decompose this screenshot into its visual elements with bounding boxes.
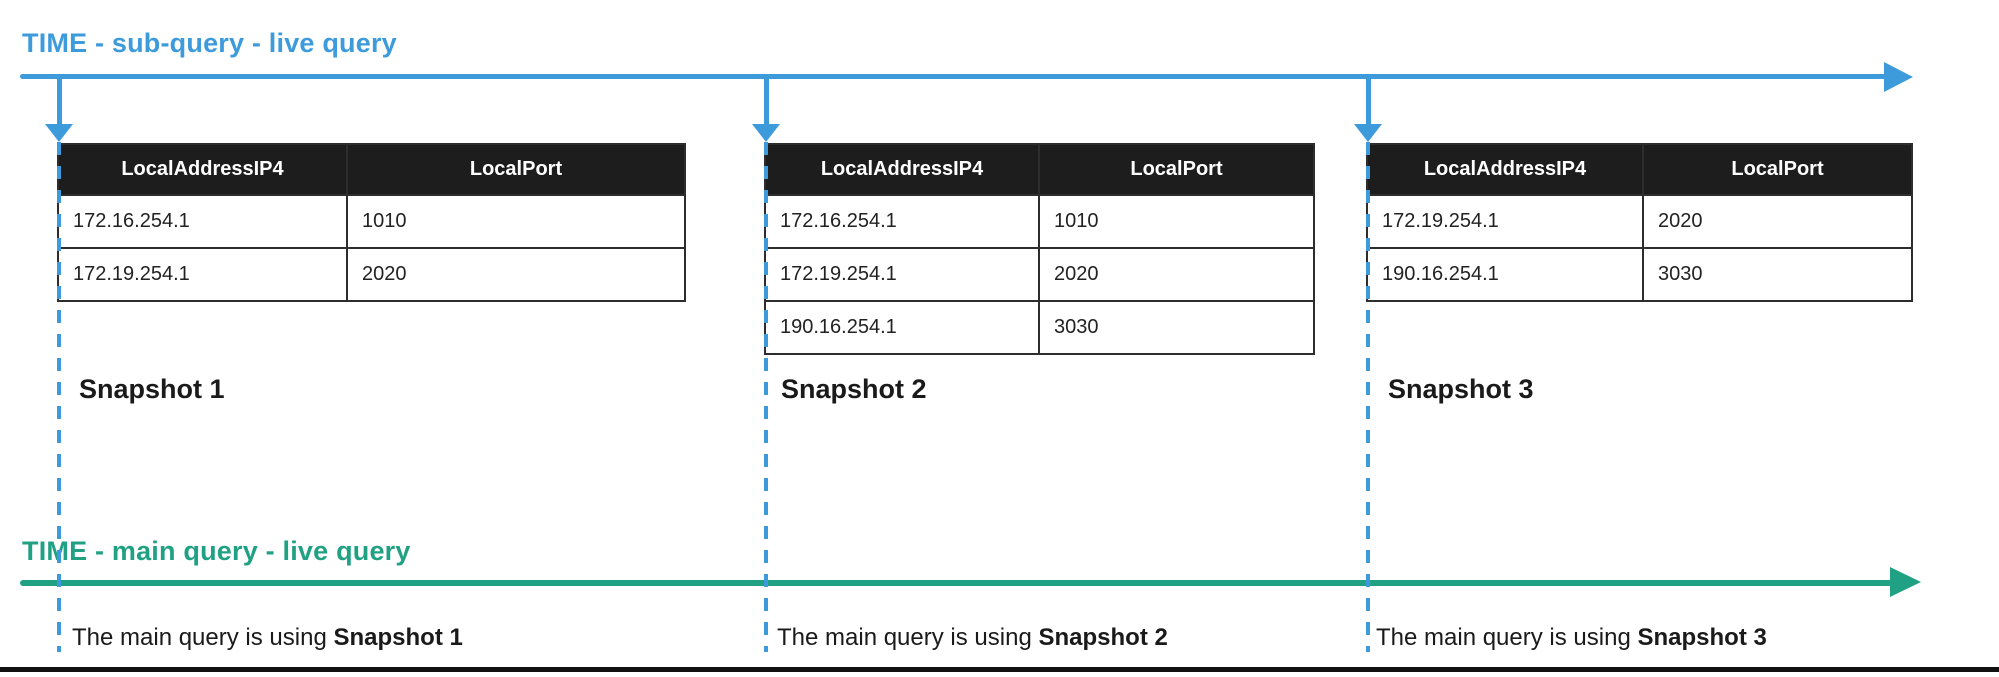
snapshot3-label: Snapshot 3 [1388,374,1534,404]
table-header-row: LocalAddressIP4 LocalPort [766,145,1313,194]
snapshot2-table: LocalAddressIP4 LocalPort 172.16.254.1 1… [764,143,1315,355]
table-cell-ip: 172.16.254.1 [780,210,897,232]
table-cell-port: 2020 [346,249,684,300]
sub-query-arrowhead-right-icon [1884,62,1913,92]
table-row: 172.19.254.1 2020 [1368,194,1911,247]
table-row: 172.19.254.1 2020 [766,247,1313,300]
table-row: 172.19.254.1 2020 [59,247,684,300]
table-cell-port: 1010 [1038,196,1313,247]
snapshot1-dashed-connector [57,142,61,652]
caption-bold-text: Snapshot 1 [333,624,463,651]
snapshot2-dashed-connector [764,142,768,652]
column-header-localaddressip4: LocalAddressIP4 [121,158,284,180]
snapshot3-table: LocalAddressIP4 LocalPort 172.19.254.1 2… [1366,143,1913,302]
table-cell-port: 2020 [1642,196,1911,247]
snapshot2-caption: The main query is using Snapshot 2 [777,620,1168,656]
table-cell-port: 1010 [346,196,684,247]
snapshot3-arrow-down-icon [1354,124,1382,142]
bottom-border-divider [0,667,1999,672]
caption-bold-text: Snapshot 2 [1038,624,1168,651]
table-cell-port: 2020 [1038,249,1313,300]
snapshot3-dashed-connector [1366,142,1370,652]
snapshot3-caption: The main query is using Snapshot 3 [1376,620,1767,656]
snapshot1-arrow-down-icon [45,124,73,142]
table-row: 172.16.254.1 1010 [766,194,1313,247]
column-header-localport: LocalPort [1642,145,1911,194]
table-header-row: LocalAddressIP4 LocalPort [59,145,684,194]
snapshot1-caption: The main query is using Snapshot 1 [72,620,463,656]
column-header-localport: LocalPort [346,145,684,194]
snapshot1-table: LocalAddressIP4 LocalPort 172.16.254.1 1… [57,143,686,302]
table-header-row: LocalAddressIP4 LocalPort [1368,145,1911,194]
snapshot2-label: Snapshot 2 [781,374,927,404]
snapshot2-drop-arrow-stem [764,76,769,124]
main-query-timeline-title: TIME - main query - live query [22,536,411,566]
snapshot2-arrow-down-icon [752,124,780,142]
table-cell-ip: 190.16.254.1 [1382,263,1499,285]
table-row: 190.16.254.1 3030 [1368,247,1911,300]
main-query-arrowhead-right-icon [1890,567,1921,597]
table-cell-ip: 172.19.254.1 [780,263,897,285]
table-cell-port: 3030 [1642,249,1911,300]
snapshot1-label: Snapshot 1 [79,374,225,404]
snapshot1-drop-arrow-stem [57,76,62,124]
main-query-timeline-line [20,580,1892,586]
table-row: 190.16.254.1 3030 [766,300,1313,353]
table-cell-ip: 172.19.254.1 [1382,210,1499,232]
table-cell-ip: 172.19.254.1 [73,263,190,285]
sub-query-timeline-title: TIME - sub-query - live query [22,28,397,58]
column-header-localaddressip4: LocalAddressIP4 [820,158,984,180]
table-cell-ip: 190.16.254.1 [780,316,897,338]
snapshot3-drop-arrow-stem [1366,76,1371,124]
sub-query-timeline-line [20,74,1886,79]
table-row: 172.16.254.1 1010 [59,194,684,247]
column-header-localport: LocalPort [1038,145,1313,194]
caption-text: The main query is using [72,624,334,651]
caption-text: The main query is using [777,624,1039,651]
caption-text: The main query is using [1376,624,1638,651]
table-cell-port: 3030 [1038,302,1313,353]
caption-bold-text: Snapshot 3 [1637,624,1767,651]
table-cell-ip: 172.16.254.1 [73,210,190,232]
column-header-localaddressip4: LocalAddressIP4 [1423,158,1587,180]
